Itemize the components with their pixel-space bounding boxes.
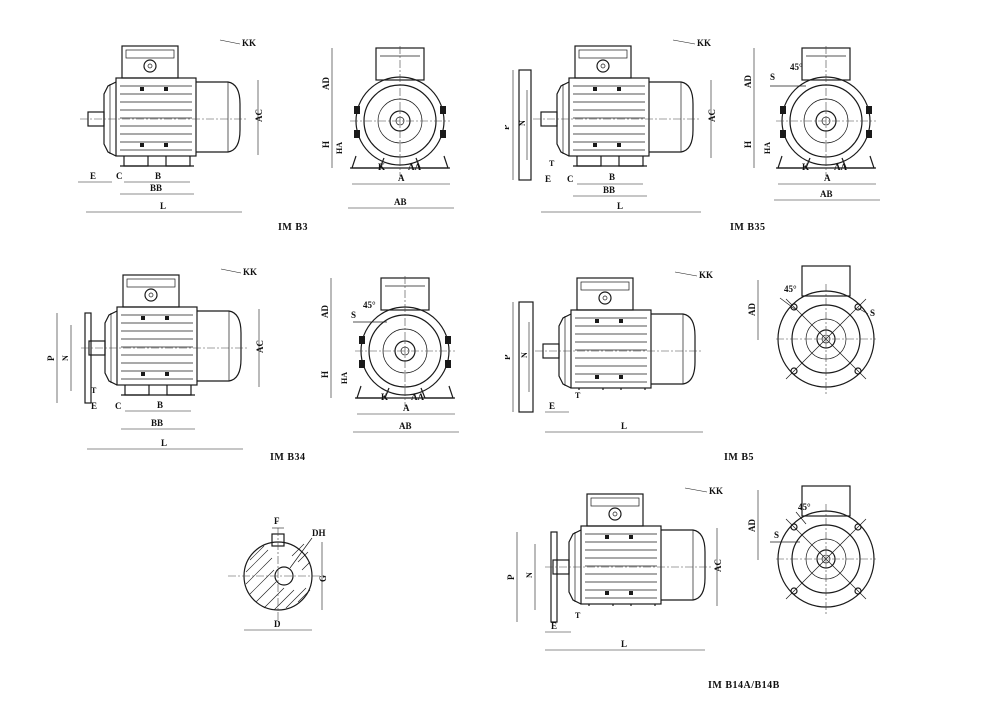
label-b: B [609, 172, 615, 182]
label-n: N [518, 120, 527, 126]
label-ha: HA [335, 142, 344, 154]
label-h: H [321, 141, 331, 148]
label-f: F [274, 516, 280, 526]
view-im-b3-front: AD H HA K AA A AB [321, 45, 454, 209]
label-p: P [505, 354, 512, 360]
caption-im-b3: IM B3 [278, 222, 308, 233]
label-e: E [90, 171, 96, 181]
view-im-b35-side: P N KK AC T E C B BB L [505, 38, 717, 213]
label-n: N [525, 572, 534, 578]
label-h: H [320, 371, 330, 378]
label-c: C [115, 401, 122, 411]
view-im-b34-side: P N KK AC T E C B BB L [46, 267, 265, 450]
view-im-b14-side: P N KK AC T E L [506, 486, 723, 651]
label-kk: KK [699, 270, 713, 280]
label-t: T [91, 386, 97, 395]
label-ac: AC [707, 109, 717, 122]
label-k: K [802, 162, 809, 172]
label-bb: BB [603, 185, 615, 195]
label-bb: BB [151, 418, 163, 428]
label-angle: 45° [363, 300, 376, 310]
view-im-b35-front: S 45° AD H HA K AA A AB [743, 45, 880, 201]
label-k: K [378, 162, 385, 172]
label-p: P [506, 574, 516, 580]
label-kk: KK [697, 38, 711, 48]
label-p: P [46, 355, 56, 361]
label-a: A [398, 173, 405, 183]
caption-im-b35: IM B35 [730, 222, 766, 233]
label-ha: HA [763, 142, 772, 154]
label-ac: AC [255, 340, 265, 353]
view-im-b14-front: 45° S AD [747, 485, 877, 615]
label-kk: KK [709, 486, 723, 496]
label-t: T [549, 159, 555, 168]
label-dh: DH [312, 528, 326, 538]
label-t: T [575, 611, 581, 620]
label-b: B [157, 400, 163, 410]
label-aa: AA [408, 162, 421, 172]
label-g: G [318, 575, 328, 582]
label-e: E [549, 401, 555, 411]
label-c: C [567, 174, 574, 184]
label-l: L [161, 438, 167, 448]
view-shaft-section: F DH G D [228, 516, 328, 631]
caption-im-b5: IM B5 [724, 452, 754, 463]
label-ad: AD [320, 305, 330, 318]
label-l: L [621, 639, 627, 649]
label-p: P [505, 124, 511, 130]
label-ac: AC [254, 109, 264, 122]
label-e: E [91, 401, 97, 411]
label-c: C [116, 171, 123, 181]
view-im-b5-side: P N KK T E L [505, 270, 713, 433]
label-t: T [575, 391, 581, 400]
label-ha: HA [340, 372, 349, 384]
label-n: N [61, 355, 70, 361]
view-im-b34-front: S 45° AD H HA K AA A AB [320, 275, 459, 433]
label-ab: AB [399, 421, 412, 431]
label-bb: BB [150, 183, 162, 193]
label-aa: AA [834, 162, 847, 172]
label-aa: AA [411, 392, 424, 402]
label-ac: AC [713, 559, 723, 572]
label-a: A [403, 403, 410, 413]
caption-im-b34: IM B34 [270, 452, 306, 463]
label-angle: 45° [798, 502, 811, 512]
label-k: K [381, 392, 388, 402]
label-s: S [770, 72, 775, 82]
label-a: A [824, 173, 831, 183]
label-ad: AD [747, 303, 757, 316]
view-im-b3-side: KK AC E C B BB L [78, 38, 264, 213]
label-n: N [520, 352, 529, 358]
label-l: L [617, 201, 623, 211]
label-s: S [351, 310, 356, 320]
label-ab: AB [820, 189, 833, 199]
label-l: L [621, 421, 627, 431]
label-e: E [551, 621, 557, 631]
label-s: S [870, 308, 875, 318]
label-angle: 45° [790, 62, 803, 72]
label-e: E [545, 174, 551, 184]
view-im-b5-front: 45° S AD [747, 265, 877, 395]
label-angle: 45° [784, 284, 797, 294]
label-kk: KK [242, 38, 256, 48]
label-ad: AD [743, 75, 753, 88]
label-d: D [274, 619, 281, 629]
label-ad: AD [321, 77, 331, 90]
label-ad: AD [747, 519, 757, 532]
label-kk: KK [243, 267, 257, 277]
label-s: S [774, 530, 779, 540]
label-l: L [160, 201, 166, 211]
label-b: B [155, 171, 161, 181]
label-ab: AB [394, 197, 407, 207]
label-h: H [743, 141, 753, 148]
caption-im-b14: IM B14A/B14B [708, 680, 780, 691]
